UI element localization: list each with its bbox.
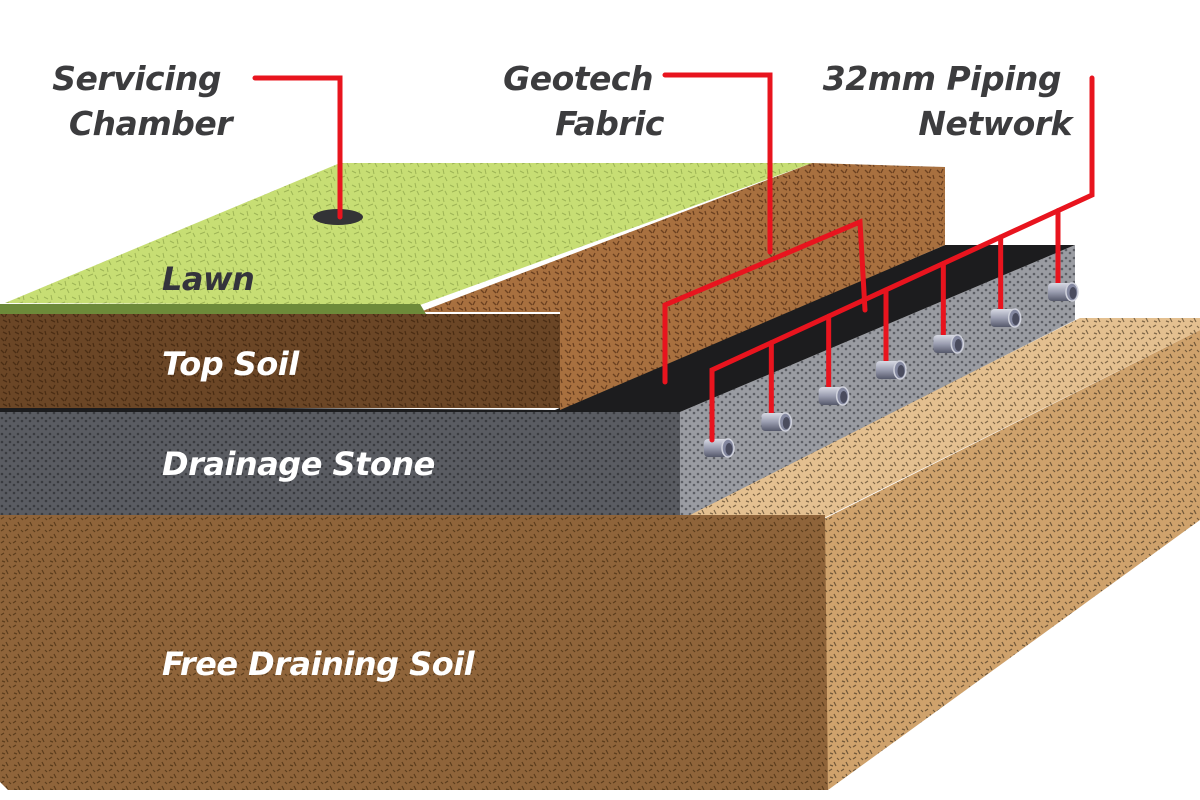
free-soil-front-face: [0, 515, 828, 790]
top-soil-front-face: [0, 314, 560, 408]
pipe-icon: [818, 386, 850, 406]
free-soil-top-face: [680, 318, 1200, 520]
servicing-chamber-label: Servicing Chamber: [52, 59, 234, 143]
piping-network-label: 32mm Piping Network: [823, 59, 1075, 143]
pipe-icon: [933, 334, 965, 354]
lawn-front-edge: [0, 304, 426, 314]
free-draining-soil-label: Free Draining Soil: [162, 645, 476, 683]
pipe-icon: [1048, 282, 1079, 302]
geotech-fabric-leader: [662, 72, 773, 255]
pipe-icon: [761, 412, 793, 432]
pipe-icon: [704, 438, 735, 458]
servicing-chamber-leader: [252, 75, 343, 220]
top-soil-top-face: [420, 163, 945, 410]
geotech-fabric-label: Geotech Fabric: [503, 59, 665, 143]
top-soil-label: Top Soil: [162, 345, 300, 383]
drainage-stone-front-face: [0, 412, 680, 515]
lawn-label: Lawn: [162, 260, 254, 298]
drainage-stone-top-face: [680, 245, 1075, 515]
lawn-top-face: [5, 163, 812, 305]
drainage-stone-label: Drainage Stone: [162, 445, 435, 483]
geotech-fabric-layer: [0, 245, 1075, 412]
free-soil-side-face: [822, 330, 1200, 790]
pipe-icon: [876, 360, 907, 380]
pipe-icon: [990, 308, 1022, 328]
piping-network-leader: [709, 75, 1095, 443]
pipe-group: [704, 208, 1079, 458]
geotech-fabric-branch: [662, 218, 868, 385]
